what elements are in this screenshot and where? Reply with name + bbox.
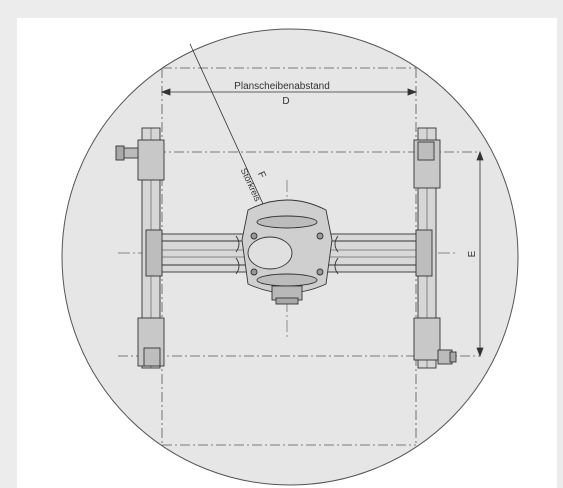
left-faceplate-arm [115,127,165,369]
dimension-e [476,150,484,358]
faceplate-distance-label: Planscheibenabstand [234,81,330,92]
dimension-d-label: D [282,96,289,107]
dimension-d [160,88,418,96]
right-faceplate-arm [413,127,457,369]
dimension-e-label: E [467,250,478,257]
dimension-f-label: F [255,170,268,180]
center-hub [235,199,339,305]
